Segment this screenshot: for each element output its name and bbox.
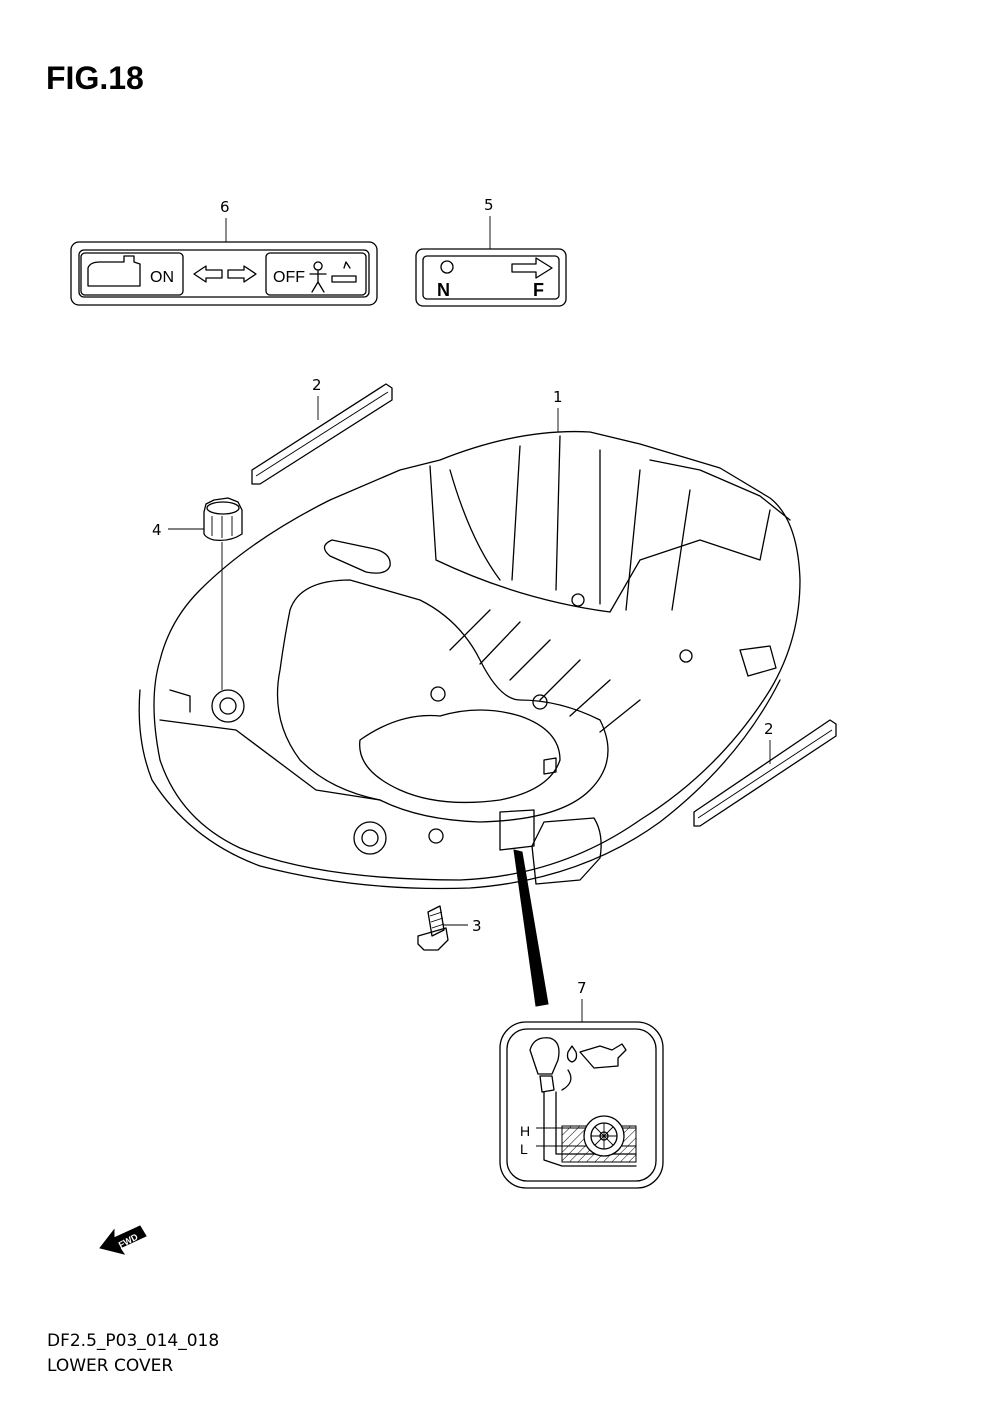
bolt-hole-2 [532, 694, 548, 710]
dipstick-icon [543, 1091, 637, 1167]
hinge-rail [649, 459, 791, 521]
fuel-tank-icon [87, 255, 141, 287]
side-tab-right [739, 645, 777, 677]
bolt-hole-1 [430, 686, 446, 702]
seal-strip-upper [251, 383, 393, 485]
seal-strip-lower [693, 719, 837, 827]
oil-label-inner [506, 1028, 657, 1182]
choke-off-panel [265, 252, 367, 296]
fwd-arrow: FWD [99, 1225, 147, 1255]
arrow-right-icon [227, 265, 257, 283]
figure-name: LOWER COVER [47, 1356, 174, 1376]
arrow-left-icon [193, 265, 223, 283]
callout-1: 1 [553, 388, 563, 406]
clip-slot [323, 539, 391, 574]
shift-label-outer [415, 248, 567, 307]
rear-ribs [449, 435, 691, 611]
choke-on-text: ON [150, 269, 174, 286]
figure-title: FIG.18 [46, 60, 144, 96]
part-2-upper-strip: 2 [251, 376, 393, 485]
front-outlet-chute [531, 817, 602, 885]
person-icon [309, 261, 327, 293]
choke-off-text: OFF [273, 269, 305, 286]
center-opening [276, 579, 609, 823]
part-4-cap: 4 [152, 497, 243, 690]
cover-outer-shell [153, 430, 801, 881]
callout-5: 5 [484, 196, 494, 214]
bolt-hole-4 [571, 593, 585, 607]
choke-label-inner [78, 249, 370, 298]
bolt-shank [427, 905, 445, 937]
oil-low-text: L [520, 1141, 528, 1157]
oil-label-outer [499, 1021, 664, 1189]
center-recess [359, 709, 561, 804]
front-ledge [159, 719, 381, 801]
forward-arrow-icon [511, 257, 553, 279]
callout-2-upper: 2 [312, 376, 322, 394]
bolt-hole-3 [428, 828, 444, 844]
shift-label-inner [422, 255, 560, 300]
oil-can-icon [579, 1043, 627, 1069]
floor-ribs [449, 609, 641, 733]
pointer-wedge [513, 849, 549, 1007]
oil-high-text: H [520, 1123, 530, 1139]
drain-cap [203, 497, 243, 542]
neutral-dot-icon [440, 260, 454, 274]
bolt-head [417, 927, 449, 951]
callout-4: 4 [152, 521, 162, 539]
rear-inner-wall [429, 465, 771, 613]
fwd-arrow-icon [99, 1225, 147, 1255]
callout-7: 7 [577, 979, 587, 997]
boss-front [353, 821, 387, 855]
label-7-mount-area [499, 809, 535, 851]
drain-boss-left [211, 689, 245, 723]
neutral-text: N [437, 280, 450, 300]
part-2-lower-strip: 2 [693, 719, 837, 827]
part-1-lower-cover: 1 [138, 388, 801, 890]
choke-label-outer [70, 241, 378, 306]
part-7-oil-label: 7 H L [499, 979, 664, 1189]
callout-2-lower: 2 [764, 720, 774, 738]
cover-lower-rim [138, 679, 781, 890]
small-tab [543, 757, 557, 775]
callout-3: 3 [472, 917, 482, 935]
oil-drop-icon [566, 1045, 578, 1063]
forward-text: F [533, 280, 544, 300]
engine-icon [331, 261, 357, 283]
part-6-choke-label: 6 ON OFF [70, 198, 378, 306]
figure-code: DF2.5_P03_014_018 [47, 1331, 220, 1351]
callout-6: 6 [220, 198, 230, 216]
bolt-hole-5 [679, 649, 693, 663]
choke-on-panel [80, 252, 184, 296]
part-5-shift-label: 5 N F [415, 196, 567, 307]
oil-plug-icon [529, 1037, 560, 1075]
part-3-bolt: 3 [417, 905, 482, 951]
